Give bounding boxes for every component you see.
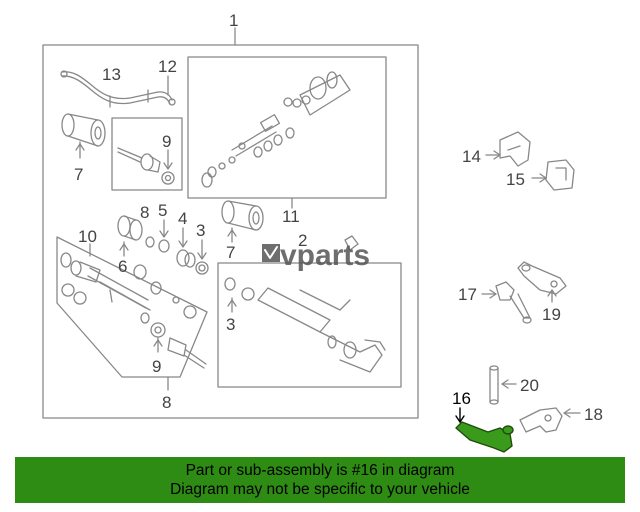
part-8-inner-rod-lower: [150, 322, 207, 369]
callout-4: 4: [178, 209, 187, 228]
subassembly-box-8-upper: [111, 117, 183, 191]
callout-2: 2: [298, 231, 307, 250]
subassembly-box-2: [217, 262, 402, 388]
part-19-arm: [517, 261, 567, 303]
callout-13: 13: [102, 65, 121, 84]
part-20-bolt: [489, 365, 517, 405]
part-mid-rings: [133, 264, 197, 319]
subassembly-box-11: [187, 56, 387, 199]
part-info-footer: Part or sub-assembly is #16 in diagram D…: [15, 457, 625, 503]
callout-20: 20: [520, 376, 539, 395]
part-8-inner-rod-upper: [117, 147, 161, 173]
callout-5: 5: [158, 201, 167, 220]
callout-12: 12: [158, 57, 177, 76]
footer-line-2: Diagram may not be specific to your vehi…: [170, 481, 470, 498]
part-11-valve-assembly: [201, 71, 351, 188]
callout-17: 17: [458, 285, 477, 304]
callout-8-upper: 8: [140, 203, 149, 222]
part-14-bracket: [485, 131, 531, 167]
callout-18: 18: [584, 405, 603, 424]
part-17-tie-rod-end: [481, 281, 532, 324]
part-7-bushing-lower: [221, 200, 264, 243]
callout-14: 14: [462, 147, 481, 166]
watermark-text: vparts: [280, 239, 370, 272]
callout-9-upper: 9: [162, 132, 171, 151]
part-7-bushing-upper: [61, 113, 106, 159]
callout-7-lower: 7: [226, 243, 235, 262]
callout-8-lower: 8: [162, 393, 171, 412]
part-5-4-3-rings: [145, 219, 209, 275]
subassembly-box-8-lower: [56, 236, 208, 378]
part-2-rack-housing: [224, 235, 386, 373]
footer-line-1: Part or sub-assembly is #16 in diagram: [185, 462, 455, 479]
callout-1: 1: [229, 11, 238, 30]
callout-11: 11: [282, 207, 300, 226]
watermark-logo: vparts: [262, 239, 370, 272]
callout-15: 15: [506, 170, 525, 189]
part-16-tie-rod-end-highlighted: [455, 407, 514, 453]
callout-9-lower: 9: [152, 357, 161, 376]
callout-7-upper: 7: [74, 165, 83, 184]
callout-10: 10: [78, 227, 97, 246]
callout-16-highlighted: 16: [452, 389, 471, 408]
part-10-rack-assembly: [60, 243, 151, 324]
assembly-outer-frame: [42, 27, 419, 419]
part-13-pipe: [60, 70, 176, 108]
part-9-washer-upper: [161, 149, 175, 185]
callout-19: 19: [542, 305, 561, 324]
part-18-bracket: [519, 407, 581, 433]
callout-3-upper: 3: [196, 221, 205, 240]
part-15-bushing: [531, 159, 575, 191]
callout-3-lower: 3: [226, 315, 235, 334]
callout-6: 6: [118, 257, 127, 276]
part-6-bushing: [117, 215, 143, 257]
